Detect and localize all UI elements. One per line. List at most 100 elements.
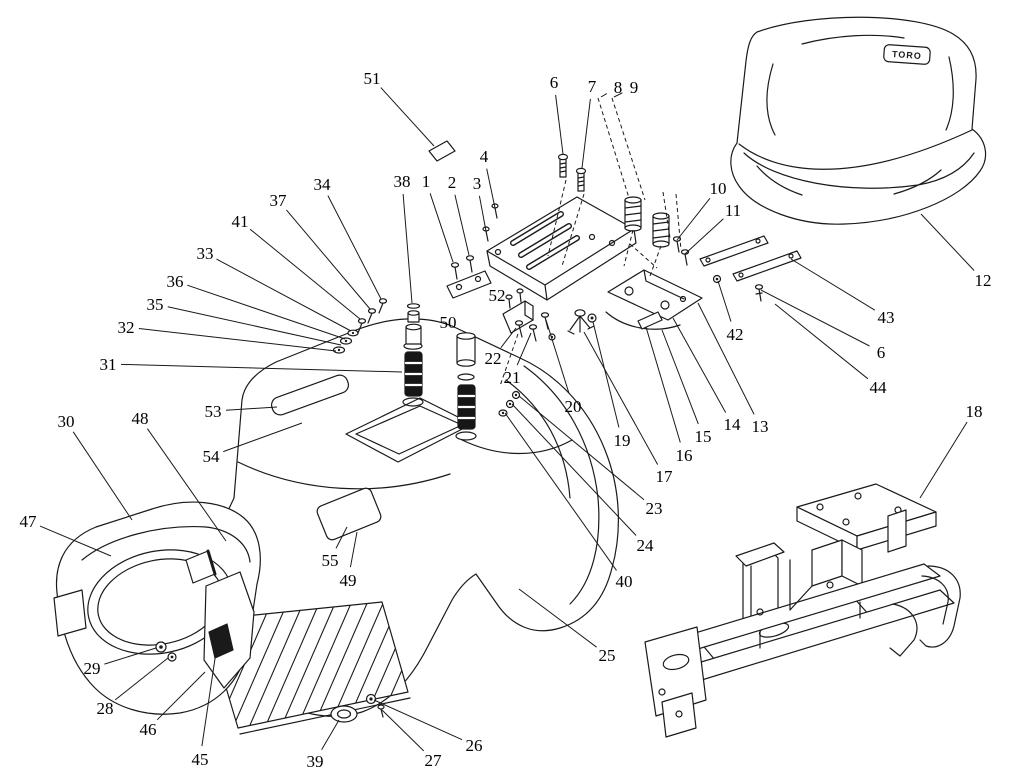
leader-line-46-50 — [156, 671, 206, 721]
assembly-guide-line-4 — [662, 191, 671, 239]
leader-line-47-47 — [39, 525, 112, 557]
fender-small-tab-edge — [206, 549, 217, 576]
leader-line-44-23 — [774, 303, 869, 380]
toro-logo-text: TORO — [892, 49, 922, 61]
seat-top-groove — [801, 34, 905, 45]
part-callout-35-15: 35 — [147, 295, 164, 314]
chassis-support-box — [811, 539, 843, 587]
part-callout-16-32: 16 — [676, 446, 693, 465]
part-callout-30-38: 30 — [58, 412, 75, 431]
assembly-guide-line-7 — [649, 245, 662, 277]
leader-line-29-48 — [104, 647, 157, 665]
screw-icon-52a — [505, 294, 513, 309]
seat-back-bottom-curve — [738, 129, 973, 170]
seat-illustration: TORO — [730, 16, 987, 225]
screw-icon-34 — [378, 298, 388, 314]
leader-line-53-36 — [225, 406, 278, 411]
part-callout-55-45: 55 — [322, 551, 339, 570]
leader-line-32-16 — [138, 328, 337, 352]
fender-foot-tab — [53, 589, 87, 637]
leader-line-37-11 — [286, 209, 371, 310]
part-callout-25-44: 25 — [599, 646, 616, 665]
leader-line-35-15 — [167, 306, 342, 346]
leader-line-42-24 — [717, 280, 732, 322]
bolt-icon-7 — [557, 153, 569, 178]
assembly-guide-lines — [499, 97, 682, 387]
part-callout-32-16: 32 — [118, 318, 135, 337]
leader-line-19-30 — [592, 321, 620, 428]
part-callout-48-39: 48 — [132, 409, 149, 428]
part-callout-27-53: 27 — [425, 751, 443, 770]
leader-line-48-39 — [146, 428, 227, 542]
part-callout-47-47: 47 — [20, 512, 38, 531]
part-callout-19-30: 19 — [614, 431, 631, 450]
seat-plate-flange — [486, 228, 637, 301]
leader-line-54-37 — [223, 422, 303, 453]
leader-line-38-6 — [402, 193, 413, 304]
leader-line-39-52 — [321, 719, 340, 751]
hinge-bracket-13-14 — [607, 269, 703, 321]
leader-line-6-22 — [760, 289, 870, 347]
fender-crease-outer — [523, 365, 600, 605]
part-callout-15-33: 15 — [695, 427, 712, 446]
leader-line-16-32 — [645, 326, 681, 443]
leader-line-28-49 — [114, 657, 169, 701]
part-callout-51-0: 51 — [364, 69, 381, 88]
part-callout-33-13: 33 — [197, 244, 214, 263]
leader-line-2-8 — [454, 194, 470, 256]
leader-line-21-28 — [516, 332, 532, 366]
part-callout-2-8: 2 — [448, 173, 457, 192]
leader-line-24-42 — [511, 403, 637, 536]
leader-line-40-43 — [504, 412, 617, 571]
leader-line-36-14 — [187, 284, 346, 340]
part-callout-6-1: 6 — [550, 73, 559, 92]
part-callout-7-2: 7 — [588, 77, 597, 96]
decal-45 — [208, 623, 234, 659]
washer-row-32-36 — [332, 329, 359, 354]
part-callout-17-31: 17 — [656, 467, 674, 486]
assembly-guide-line-2 — [547, 179, 567, 257]
fuel-cap — [330, 705, 358, 723]
hardware-mid-illustration — [332, 255, 703, 430]
leader-line-13-35 — [697, 302, 755, 415]
leader-line-18-40 — [919, 421, 968, 499]
fuel-cap-inner — [336, 709, 352, 719]
assembly-guide-line-5 — [675, 193, 682, 251]
bolt-icon-21 — [528, 324, 538, 342]
part-callout-28-49: 28 — [97, 699, 114, 718]
leader-line-22-27 — [500, 327, 517, 349]
part-callout-52-26: 52 — [489, 286, 506, 305]
part-callout-36-14: 36 — [167, 272, 184, 291]
bolt-icon-20 — [540, 312, 550, 330]
part-callout-26-54: 26 — [466, 736, 483, 755]
chassis-illustration — [644, 483, 961, 738]
part-callout-29-48: 29 — [84, 659, 101, 678]
assembly-guide-line-3 — [561, 193, 585, 267]
part-callout-8-3: 8 — [614, 78, 623, 97]
bolt-icon-6b — [754, 284, 764, 302]
part-callout-50-25: 50 — [440, 313, 457, 332]
seat-plate-illustration — [482, 196, 637, 301]
part-callout-6-22: 6 — [877, 343, 886, 362]
leader-line-14-34 — [672, 317, 727, 413]
part-callout-39-52: 39 — [307, 752, 324, 771]
fender-flange-line — [81, 525, 251, 563]
part-callout-54-37: 54 — [203, 447, 221, 466]
spring-icon-8 — [624, 196, 642, 232]
seat-recess-line — [461, 439, 573, 454]
mount-hole-b — [455, 431, 477, 441]
decal-49 — [316, 487, 382, 541]
seat-cushion-left-stitch — [756, 165, 803, 196]
leader-line-49-46 — [349, 531, 358, 568]
screw-icon-2 — [465, 255, 475, 273]
part-51-plate — [428, 140, 456, 162]
part-callout-11-19: 11 — [725, 201, 741, 220]
leader-line-6-1 — [555, 94, 564, 155]
strap-bar-44 — [732, 250, 802, 282]
screw-icon-52b — [516, 288, 524, 303]
part-callout-3-9: 3 — [473, 174, 482, 193]
leader-line-7-2 — [581, 98, 591, 169]
part-callout-20-29: 20 — [565, 397, 582, 416]
part-callout-21-28: 21 — [504, 368, 521, 387]
